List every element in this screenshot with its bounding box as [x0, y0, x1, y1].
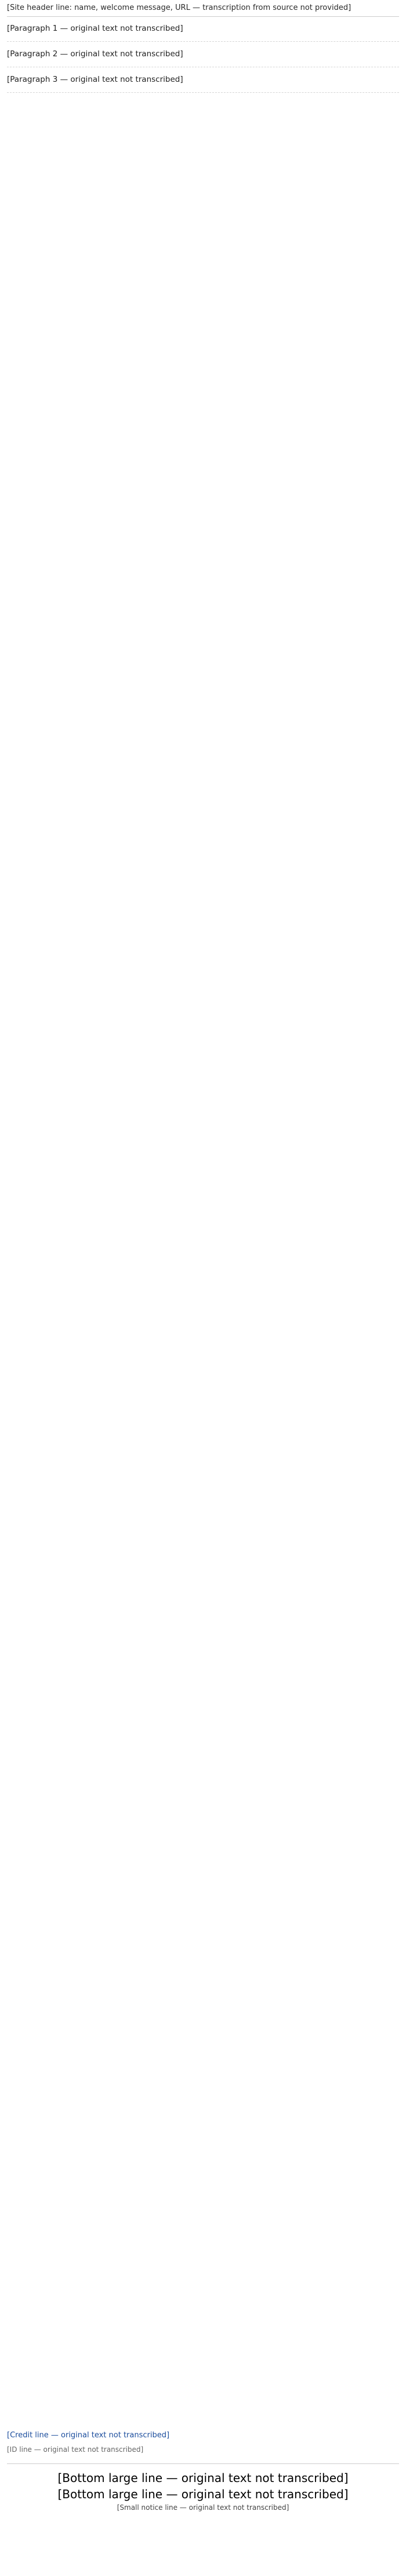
- paragraph: [Paragraph 1 — original text not transcr…: [7, 20, 399, 42]
- paragraph: [Paragraph 2 — original text not transcr…: [7, 42, 399, 67]
- footer-line-3: [Small notice line — original text not t…: [117, 2503, 289, 2512]
- site-header: [Site header line: name, welcome message…: [7, 0, 399, 17]
- credit-line[interactable]: [Credit line — original text not transcr…: [7, 2431, 170, 2440]
- footer: [Credit line — original text not transcr…: [7, 2425, 399, 2576]
- id-line: [ID line — original text not transcribed…: [7, 2445, 144, 2454]
- footer-line-2: [Bottom large line — original text not t…: [57, 2487, 349, 2501]
- chapter-content: [Paragraph 1 — original text not transcr…: [7, 20, 399, 2425]
- paragraph: [Paragraph 3 — original text not transcr…: [7, 67, 399, 93]
- footer-line-1: [Bottom large line — original text not t…: [57, 2471, 349, 2485]
- site-footer-block: [Bottom large line — original text not t…: [7, 2463, 399, 2513]
